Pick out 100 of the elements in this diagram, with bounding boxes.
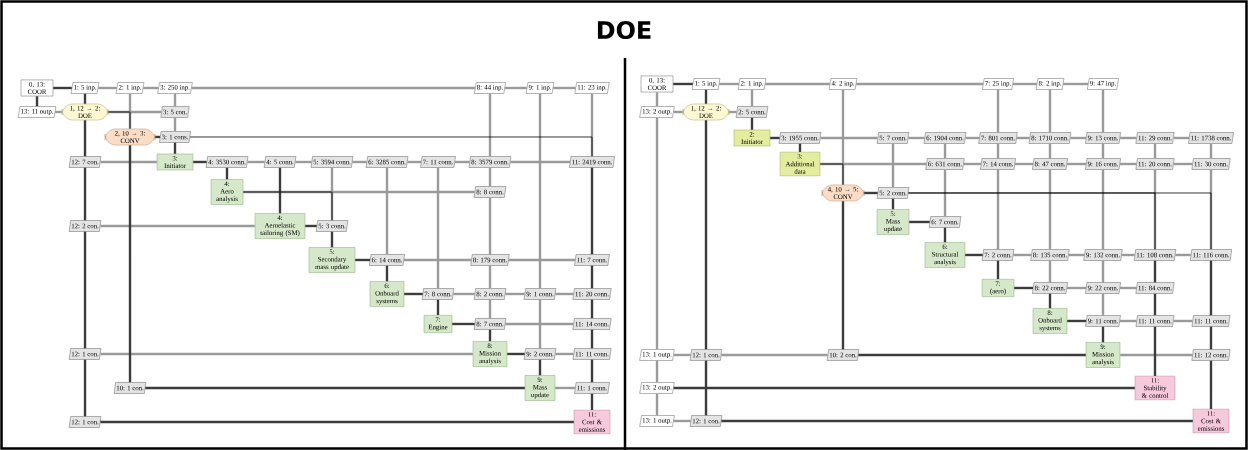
connector-line: [352, 160, 367, 164]
connector-line: [83, 231, 87, 349]
connector-line: [1048, 260, 1052, 283]
connector-line: [891, 143, 895, 188]
connector-line: [453, 292, 475, 296]
connector-line: [504, 86, 527, 90]
connector-line: [655, 393, 659, 416]
connector-line: [128, 145, 132, 383]
connector-line: [721, 353, 828, 357]
connector-line: [655, 360, 659, 383]
connector-line: [1173, 162, 1193, 166]
connector-line: [943, 227, 947, 243]
connector-line: [590, 329, 594, 349]
connector-line: [488, 167, 492, 187]
connector-line: [1101, 169, 1105, 250]
connector-line: [1101, 293, 1105, 316]
connector-line: [436, 167, 440, 289]
connector-line: [858, 353, 1086, 357]
connector-line: [385, 265, 389, 282]
connector-line: [704, 360, 708, 416]
connector-line: [1121, 253, 1135, 257]
connector-line: [1173, 136, 1190, 140]
connector-line: [404, 292, 423, 296]
connector-line: [729, 110, 737, 114]
connector-line: [750, 89, 754, 107]
connector-line: [452, 322, 475, 326]
connector-line: [83, 93, 87, 104]
connector-line: [1120, 286, 1137, 290]
connector-line: [673, 82, 693, 86]
connector-line: [1209, 326, 1213, 350]
connector-line: [1068, 253, 1085, 257]
connector-line: [1153, 143, 1157, 159]
connector-line: [1153, 293, 1157, 316]
connector-line: [100, 224, 255, 228]
connector-line: [673, 386, 1135, 390]
connector-line: [673, 110, 683, 114]
connector-line: [907, 192, 1212, 250]
connector-line: [1209, 360, 1213, 409]
connector-line: [100, 352, 473, 356]
title: DOE: [597, 20, 651, 40]
connector-line: [355, 258, 370, 262]
connector-line: [173, 117, 177, 132]
connector-line: [55, 110, 62, 114]
connector-line: [721, 419, 1193, 423]
connector-line: [590, 167, 594, 255]
connector-line: [673, 353, 691, 357]
connector-line: [673, 419, 691, 423]
connector-line: [996, 89, 1000, 133]
connector-line: [191, 86, 476, 90]
connector-line: [590, 265, 594, 289]
connector-line: [590, 393, 594, 410]
connector-line: [488, 197, 492, 255]
connector-line: [1101, 326, 1105, 343]
connector-line: [1101, 89, 1105, 133]
connector-line: [173, 93, 177, 107]
connector-line: [1014, 286, 1033, 290]
connector-line: [1101, 143, 1105, 159]
connector-line: [1063, 82, 1089, 86]
connector-line: [1048, 169, 1052, 250]
connector-line: [1153, 326, 1157, 376]
connector-line: [943, 143, 947, 159]
connector-line: [53, 86, 72, 90]
connector-line: [1119, 319, 1137, 323]
connector-line: [488, 265, 492, 289]
connector-line: [508, 258, 576, 262]
connector-line: [856, 82, 984, 86]
connector-line: [305, 224, 317, 228]
connector-line: [385, 167, 389, 255]
connector-line: [83, 167, 87, 221]
connector-line: [107, 111, 131, 130]
connector-line: [35, 96, 39, 107]
connector-line: [193, 160, 207, 164]
connector-line: [83, 120, 87, 157]
connector-line: [1016, 136, 1030, 140]
connector-line: [1153, 260, 1157, 283]
connector-line: [247, 160, 265, 164]
connector-line: [1173, 319, 1193, 323]
connector-line: [155, 135, 161, 139]
connector-line: [404, 258, 472, 262]
connector-line: [488, 329, 492, 342]
connector-line: [555, 352, 574, 356]
connector-line: [98, 86, 117, 90]
connector-line: [996, 169, 1000, 250]
connector-line: [1048, 143, 1052, 159]
connector-line: [553, 86, 576, 90]
connector-line: [83, 359, 87, 417]
connector-line: [996, 143, 1000, 159]
connector-line: [1120, 162, 1137, 166]
connector-line: [145, 386, 525, 390]
connector-line: [1120, 136, 1137, 140]
connector-line: [1101, 260, 1105, 283]
connector-line: [765, 82, 830, 86]
connector-line: [330, 231, 334, 248]
connector-line: [704, 89, 708, 104]
connector-line: [538, 359, 542, 376]
connector-line: [820, 136, 878, 140]
connector-line: [1012, 82, 1037, 86]
connector-line: [538, 299, 542, 349]
connector-line: [1120, 353, 1193, 357]
connector-line: [454, 160, 470, 164]
